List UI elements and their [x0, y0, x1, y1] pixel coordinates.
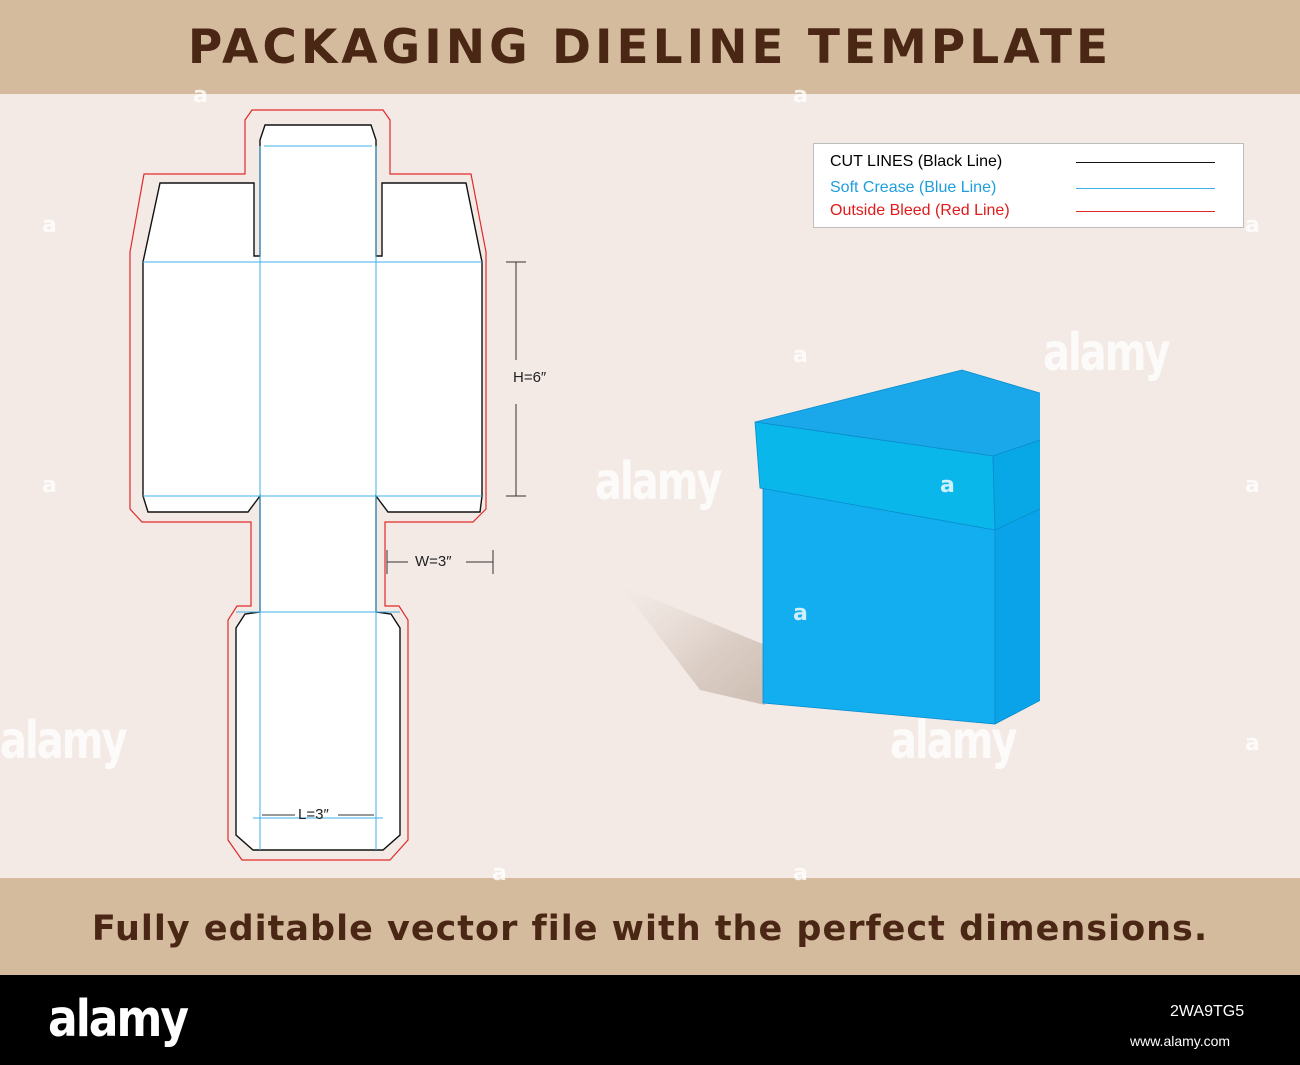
watermark-glyph: a	[492, 861, 507, 886]
legend-label: Soft Crease (Blue Line)	[830, 179, 997, 196]
legend-swatch-line	[1076, 211, 1215, 212]
dimension-h-marker	[506, 261, 526, 497]
header-band	[0, 0, 1300, 94]
legend-item-cut-lines: CUT LINES (Black Line)	[830, 151, 1230, 173]
image-id: 2WA9TG5	[1170, 1003, 1245, 1020]
watermark-glyph: a	[793, 861, 808, 886]
watermark-glyph: a	[940, 473, 955, 498]
watermark-logo: alamy	[595, 452, 722, 512]
dimension-w-marker	[386, 550, 494, 574]
crease-lines	[143, 145, 482, 850]
bleed-outline	[129, 109, 487, 861]
cut-outline	[142, 124, 483, 851]
box-3d-mockup	[620, 369, 1040, 725]
box-shadow	[620, 585, 765, 705]
watermark-glyph: a	[793, 601, 808, 626]
watermark-glyph: a	[1245, 473, 1260, 498]
height-dimension-label: H=6″	[513, 369, 547, 386]
watermark-glyph: a	[42, 473, 57, 498]
watermark-glyph: a	[793, 343, 808, 368]
footer-band	[0, 878, 1300, 975]
legend-swatch-line	[1076, 188, 1215, 189]
page-title: PACKAGING DIELINE TEMPLATE	[187, 20, 1113, 75]
legend-swatch-line	[1076, 162, 1215, 163]
stock-logo[interactable]: alamy	[48, 990, 189, 1049]
legend-item-outside-bleed: Outside Bleed (Red Line)	[830, 200, 1230, 222]
line-legend: CUT LINES (Black Line) Soft Crease (Blue…	[813, 143, 1244, 228]
legend-item-soft-crease: Soft Crease (Blue Line)	[830, 177, 1230, 199]
box-lid-side	[992, 439, 1040, 531]
watermark-logo: alamy	[1043, 323, 1170, 383]
footer-tagline: Fully editable vector file with the perf…	[91, 909, 1209, 949]
legend-label: CUT LINES (Black Line)	[830, 153, 1003, 170]
stock-url-link[interactable]: www.alamy.com	[1130, 1033, 1231, 1049]
watermark-glyph: a	[42, 213, 57, 238]
box-body-side	[994, 487, 1040, 725]
watermark-glyph: a	[793, 83, 808, 108]
width-dimension-label: W=3″	[415, 553, 452, 570]
watermark-glyph: a	[1245, 731, 1260, 756]
watermark-glyph: a	[1245, 213, 1260, 238]
stock-footer-strip	[0, 975, 1300, 1065]
length-dimension-label: L=3″	[298, 806, 329, 823]
watermark-logo: alamy	[890, 711, 1017, 771]
watermark-glyph: a	[193, 83, 208, 108]
legend-label: Outside Bleed (Red Line)	[830, 202, 1010, 219]
watermark-logo: alamy	[0, 711, 127, 771]
